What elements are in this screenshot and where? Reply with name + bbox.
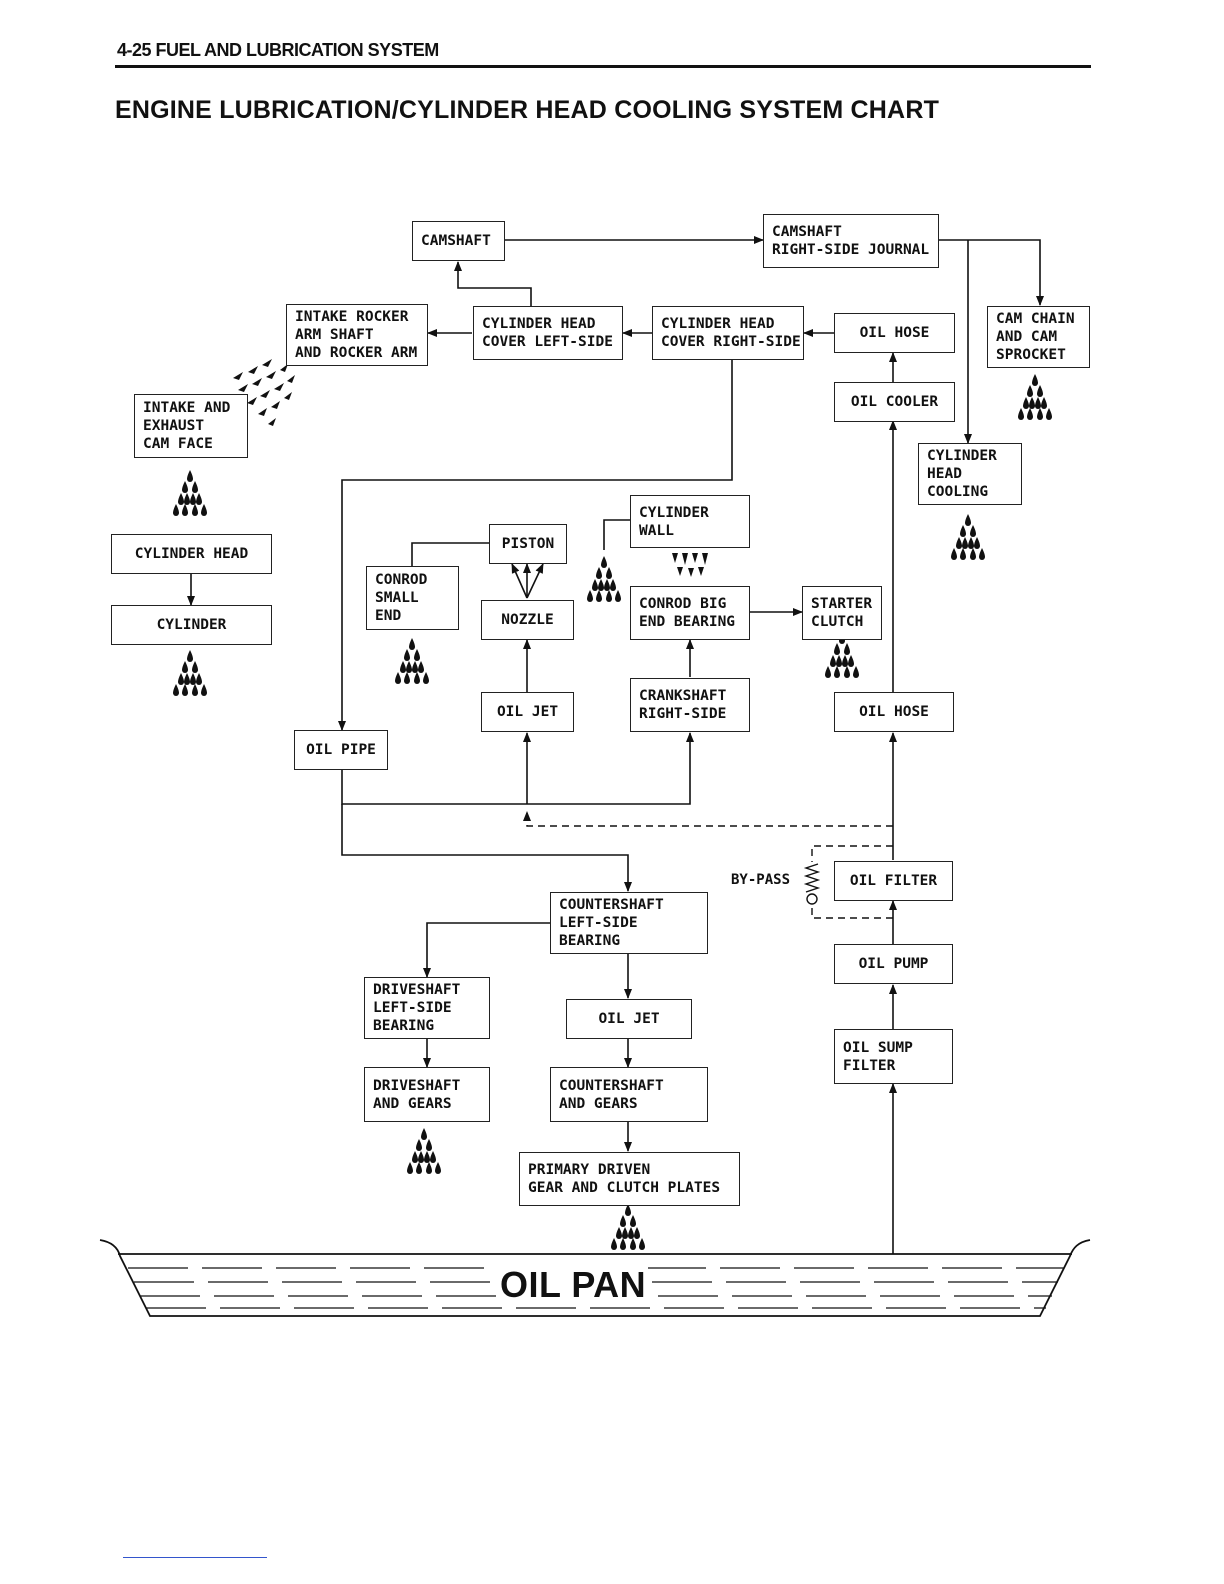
oil-pump-box: OIL PUMP bbox=[834, 944, 953, 984]
conrod-big-end-box: CONROD BIG END BEARING bbox=[630, 586, 750, 640]
bypass-label: BY-PASS bbox=[731, 872, 791, 888]
bypass-valve-icon bbox=[803, 863, 821, 905]
countershaft-left-side-bearing-box: COUNTERSHAFT LEFT-SIDE BEARING bbox=[550, 892, 708, 954]
cam-chain-box: CAM CHAIN AND CAM SPROCKET bbox=[987, 306, 1090, 368]
cylinder-head-cooling-box: CYLINDER HEAD COOLING bbox=[918, 443, 1022, 505]
rocker-spray-icon bbox=[233, 359, 295, 426]
piston-box: PISTON bbox=[489, 524, 567, 564]
cylinder-head-cover-right-box: CYLINDER HEAD COVER RIGHT-SIDE bbox=[652, 306, 804, 360]
page-title: ENGINE LUBRICATION/CYLINDER HEAD COOLING… bbox=[115, 96, 940, 124]
oil-hose-bottom-box: OIL HOSE bbox=[834, 692, 954, 732]
oil-sump-filter-box: OIL SUMP FILTER bbox=[834, 1029, 953, 1084]
header-rule bbox=[115, 65, 1091, 68]
cylinder-head-box: CYLINDER HEAD bbox=[111, 534, 272, 574]
oil-pipe-box: OIL PIPE bbox=[294, 730, 388, 770]
cylinder-wall-box: CYLINDER WALL bbox=[630, 495, 750, 548]
section-header: 4-25 FUEL AND LUBRICATION SYSTEM bbox=[117, 40, 439, 60]
oil-jet-lower-box: OIL JET bbox=[566, 999, 692, 1039]
conrod-small-end-box: CONROD SMALL END bbox=[366, 566, 459, 630]
intake-exhaust-cam-face-box: INTAKE AND EXHAUST CAM FACE bbox=[134, 394, 248, 458]
camshaft-box: CAMSHAFT bbox=[412, 221, 505, 261]
driveshaft-and-gears-box: DRIVESHAFT AND GEARS bbox=[364, 1067, 490, 1122]
cylinder-box: CYLINDER bbox=[111, 605, 272, 645]
starter-clutch-box: STARTER CLUTCH bbox=[802, 586, 882, 640]
cylinder-wall-spray-icon bbox=[672, 553, 708, 577]
camshaft-right-journal-box: CAMSHAFT RIGHT-SIDE JOURNAL bbox=[763, 214, 939, 268]
nozzle-box: NOZZLE bbox=[481, 600, 574, 640]
countershaft-and-gears-box: COUNTERSHAFT AND GEARS bbox=[550, 1067, 708, 1122]
oil-hose-top-box: OIL HOSE bbox=[834, 313, 955, 353]
oil-cooler-box: OIL COOLER bbox=[834, 382, 955, 422]
crankshaft-right-side-box: CRANKSHAFT RIGHT-SIDE bbox=[630, 678, 750, 732]
driveshaft-left-side-bearing-box: DRIVESHAFT LEFT-SIDE BEARING bbox=[364, 977, 490, 1039]
intake-rocker-box: INTAKE ROCKER ARM SHAFT AND ROCKER ARM bbox=[286, 304, 428, 366]
oil-pan-outline bbox=[99, 1239, 1091, 1317]
primary-driven-gear-box: PRIMARY DRIVEN GEAR AND CLUTCH PLATES bbox=[519, 1152, 740, 1206]
oil-filter-box: OIL FILTER bbox=[834, 861, 953, 901]
cylinder-head-cover-left-box: CYLINDER HEAD COVER LEFT-SIDE bbox=[473, 306, 623, 360]
footer-line bbox=[123, 1557, 267, 1558]
oil-pan-label: OIL PAN bbox=[498, 1264, 649, 1306]
oil-jet-upper-box: OIL JET bbox=[481, 692, 574, 732]
